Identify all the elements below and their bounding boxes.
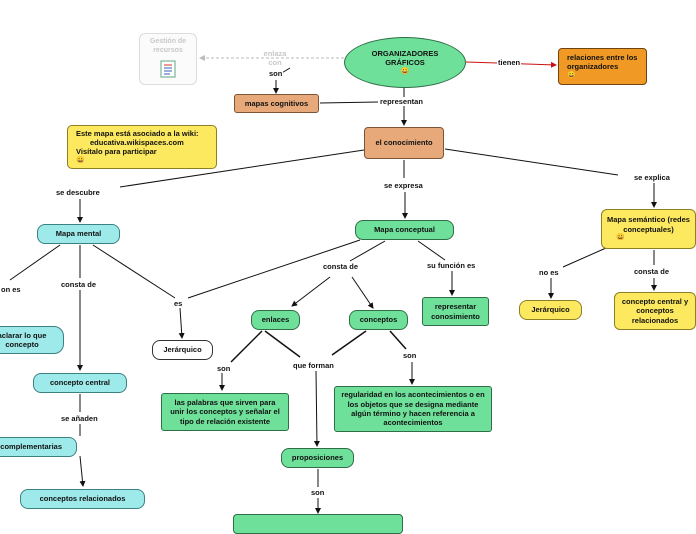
label-consta-de-conceptual: consta de [322, 262, 360, 271]
concepto-central-mental-label: concepto central [49, 378, 110, 388]
smiley-icon: 😀 [616, 234, 625, 241]
gestion-recursos-node[interactable]: Gestión de recursos [139, 33, 197, 85]
label-enlaza-con: enlaza con [263, 49, 287, 67]
connector-lines [9, 55, 657, 514]
representar-node[interactable]: representar conosimiento [422, 297, 489, 326]
mapas-cognitivos-label: mapas cognitivos [244, 98, 309, 108]
complementarias-label: complementarias [0, 442, 62, 452]
label-no-es: no es [538, 268, 560, 277]
label-son-root: son [268, 69, 284, 78]
mapa-conceptual-node[interactable]: Mapa conceptual [355, 220, 454, 240]
regularidad-node[interactable]: regularidad en los acontecimientos o en … [334, 386, 492, 432]
conceptos-relacionados-node[interactable]: conceptos relacionados [20, 489, 145, 509]
document-icon [160, 59, 176, 82]
mapas-cognitivos-node[interactable]: mapas cognitivos [234, 94, 319, 113]
label-tienen: tienen [497, 58, 522, 67]
smiley-icon: 😀 [567, 71, 576, 79]
root-label: ORGANIZADORES GRÁFICOS [371, 48, 439, 68]
mapa-semantico-label: Mapa semántico (redes conceptuales) [607, 215, 690, 234]
proposiciones-label: proposiciones [291, 453, 344, 463]
label-on-es: on es [0, 285, 22, 294]
label-son-proposiciones: son [310, 488, 326, 497]
label-se-anaden: se añaden [60, 414, 99, 423]
relaciones-label: relaciones entre los organizadores [567, 52, 638, 72]
representar-label: representar conosimiento [431, 302, 480, 321]
concepto-central-semantico-node[interactable]: concepto central y conceptos relacionado… [614, 292, 696, 330]
label-se-expresa: se expresa [383, 181, 424, 190]
enlaces-label: enlaces [261, 315, 290, 325]
mapa-conceptual-label: Mapa conceptual [374, 225, 435, 235]
enlaces-node[interactable]: enlaces [251, 310, 300, 330]
bottom-node[interactable] [233, 514, 403, 534]
label-se-descubre: se descubre [55, 188, 101, 197]
proposiciones-node[interactable]: proposiciones [281, 448, 354, 468]
aclarar-label: aclarar lo que concepto [0, 330, 47, 349]
root-node[interactable]: ORGANIZADORES GRÁFICOS 😀 [344, 37, 466, 88]
jerarquico-mental-node[interactable]: Jerárquico [152, 340, 213, 360]
label-su-funcion-es: su función es [426, 261, 477, 270]
conceptos-node[interactable]: conceptos [349, 310, 408, 330]
jerarquico-semantico-node[interactable]: Jerárquico [519, 300, 582, 320]
wiki-note-line-3: Visítalo para participar [76, 147, 157, 157]
wiki-note-line-1: Este mapa está asociado a la wiki: [76, 128, 199, 138]
label-es: es [173, 299, 184, 308]
conocimiento-label: el conocimiento [375, 138, 433, 148]
label-son-enlaces: son [216, 364, 232, 373]
jerarquico-mental-label: Jerárquico [163, 345, 202, 355]
label-consta-de-semantico: consta de [633, 267, 671, 276]
smiley-icon: 😀 [76, 156, 85, 164]
label-se-explica: se explica [633, 173, 671, 182]
regularidad-label: regularidad en los acontecimientos o en … [341, 390, 485, 428]
concepto-central-mental-node[interactable]: concepto central [33, 373, 127, 393]
jerarquico-semantico-label: Jerárquico [531, 305, 570, 315]
gestion-recursos-label: Gestión de recursos [149, 38, 187, 54]
palabras-node[interactable]: las palabras que sirven para unir los co… [161, 393, 289, 431]
concepto-central-semantico-label: concepto central y conceptos relacionado… [621, 296, 689, 325]
wiki-note: Este mapa está asociado a la wiki: educa… [67, 125, 217, 169]
aclarar-node[interactable]: aclarar lo que concepto [0, 326, 64, 354]
complementarias-node[interactable]: complementarias [0, 437, 77, 457]
mapa-mental-label: Mapa mental [55, 229, 102, 239]
conceptos-label: conceptos [359, 315, 398, 325]
palabras-label: las palabras que sirven para unir los co… [170, 397, 280, 426]
label-consta-de-mental: consta de [60, 280, 98, 289]
mapa-mental-node[interactable]: Mapa mental [37, 224, 120, 244]
mapa-semantico-node[interactable]: Mapa semántico (redes conceptuales) 😀 [601, 209, 696, 249]
label-representan: representan [379, 97, 424, 106]
smiley-icon: 😀 [400, 67, 410, 75]
conocimiento-node[interactable]: el conocimiento [364, 127, 444, 159]
label-que-forman: que forman [292, 361, 335, 370]
label-son-conceptos: son [402, 351, 418, 360]
relaciones-node[interactable]: relaciones entre los organizadores 😀 [558, 48, 647, 85]
wiki-note-link[interactable]: educativa.wikispaces.com [90, 137, 184, 147]
conceptos-relacionados-label: conceptos relacionados [39, 494, 126, 504]
